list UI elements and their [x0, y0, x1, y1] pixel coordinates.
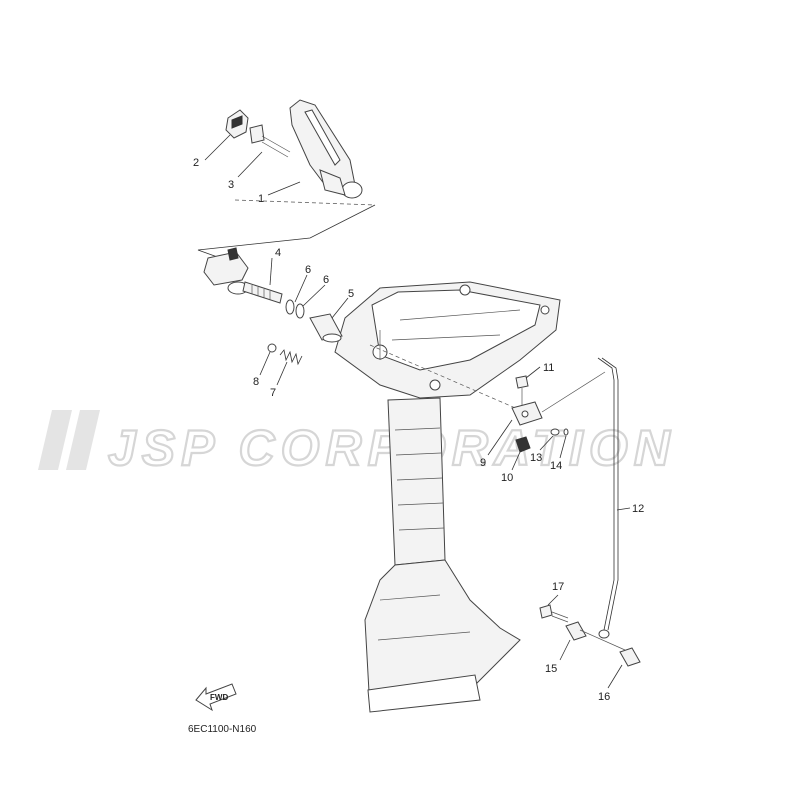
callout-7: 7 — [270, 387, 276, 399]
leader-lines — [204, 134, 631, 689]
shift-rod — [203, 247, 283, 304]
callout-3: 3 — [228, 179, 234, 191]
callout-15: 15 — [545, 663, 557, 675]
callout-6a: 6 — [305, 264, 311, 276]
o-rings — [285, 299, 305, 319]
callout-1: 1 — [258, 193, 264, 205]
callout-17: 17 — [552, 581, 564, 593]
callout-13: 13 — [530, 452, 542, 464]
watermark-stripe — [38, 410, 72, 470]
fwd-label: FWD — [210, 693, 228, 702]
bolt-3 — [249, 124, 291, 158]
diagram-code: 6EC1100-N160 — [188, 724, 257, 735]
callout-16: 16 — [598, 691, 610, 703]
callout-5: 5 — [348, 288, 354, 300]
watermark: JSP CORPORATION — [38, 410, 671, 477]
callout-2: 2 — [193, 157, 199, 169]
drive-shaft-housing — [364, 397, 521, 713]
callout-6b: 6 — [323, 274, 329, 286]
callout-12: 12 — [632, 503, 644, 515]
callout-14: 14 — [550, 460, 562, 472]
callout-labels: 1 2 3 4 5 6 6 7 8 9 10 11 12 13 14 15 16… — [193, 157, 644, 703]
collar — [309, 313, 343, 343]
clip — [225, 109, 249, 139]
rod-bracket — [511, 371, 606, 453]
watermark-stripe — [66, 410, 100, 470]
long-shift-rod — [597, 357, 619, 639]
fwd-arrow-icon: FWD — [195, 683, 237, 712]
lower-bracket — [539, 604, 641, 667]
tiller-handle — [289, 99, 363, 199]
callout-9: 9 — [480, 457, 486, 469]
callout-10: 10 — [501, 472, 513, 484]
callout-4: 4 — [275, 247, 281, 259]
callout-11: 11 — [543, 362, 554, 374]
spring-and-ball — [267, 343, 303, 366]
exhaust-guide — [334, 281, 561, 399]
callout-8: 8 — [253, 376, 259, 388]
